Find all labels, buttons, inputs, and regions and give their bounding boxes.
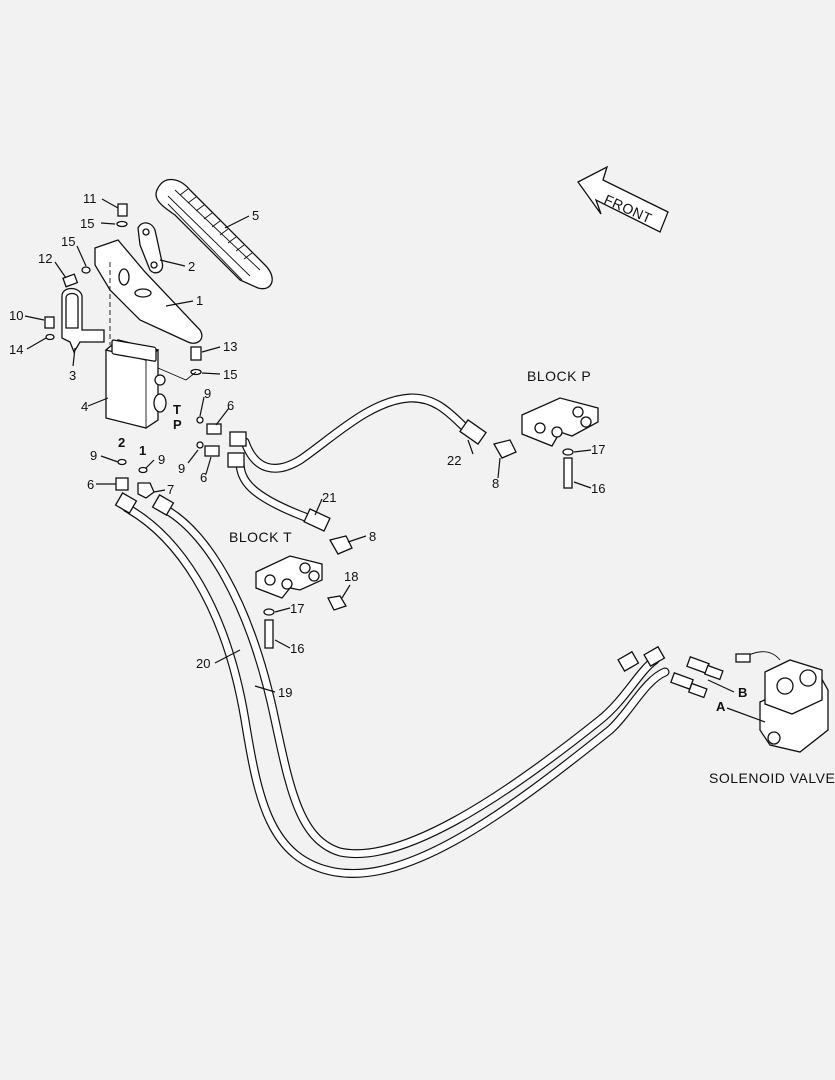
oring-9c bbox=[117, 458, 127, 466]
callout-15: 15 bbox=[223, 367, 237, 382]
washer-15b bbox=[81, 266, 91, 274]
callout-11: 11 bbox=[83, 191, 97, 206]
callout-16: 16 bbox=[591, 481, 605, 496]
callout-9: 9 bbox=[158, 452, 165, 467]
callout-19: 19 bbox=[278, 685, 292, 700]
callout-3: 3 bbox=[69, 368, 76, 383]
label-block-p: BLOCK P bbox=[527, 368, 591, 384]
bolt-13 bbox=[190, 346, 202, 361]
callout-4: 4 bbox=[81, 399, 88, 414]
callout-12: 12 bbox=[38, 251, 52, 266]
callout-numbers: 11 15 15 12 5 2 1 10 14 3 13 15 4 9 6 9 … bbox=[9, 191, 605, 700]
leader-lines bbox=[24, 198, 766, 723]
solenoid-connector bbox=[735, 653, 751, 663]
port-a-label: A bbox=[716, 699, 726, 714]
elbow-7 bbox=[137, 482, 155, 499]
bolt-16b bbox=[264, 619, 274, 649]
washer-17a bbox=[562, 448, 574, 456]
callout-2: 2 bbox=[188, 259, 195, 274]
callout-22: 22 bbox=[447, 453, 461, 468]
callout-16: 16 bbox=[290, 641, 304, 656]
washer-15a bbox=[116, 220, 128, 228]
callout-18: 18 bbox=[344, 569, 358, 584]
oring-9d bbox=[138, 466, 148, 474]
block-t bbox=[255, 535, 353, 649]
bolt-11 bbox=[117, 203, 128, 217]
callout-9: 9 bbox=[178, 461, 185, 476]
callout-8: 8 bbox=[369, 529, 376, 544]
callout-14: 14 bbox=[9, 342, 23, 357]
mounting-bracket bbox=[61, 287, 105, 354]
hose-22 bbox=[240, 393, 475, 473]
callout-1: 1 bbox=[196, 293, 203, 308]
hose-20 bbox=[122, 503, 670, 878]
pedal-body bbox=[94, 239, 203, 345]
port-2-label: 2 bbox=[118, 435, 125, 450]
fitting-8b bbox=[329, 535, 353, 555]
callout-15: 15 bbox=[80, 216, 94, 231]
pedal-pad bbox=[155, 178, 273, 290]
fitting-8a bbox=[493, 439, 517, 459]
callout-7: 7 bbox=[167, 482, 174, 497]
oring-9a bbox=[196, 416, 204, 424]
callout-6: 6 bbox=[227, 398, 234, 413]
bolt-12 bbox=[62, 273, 79, 288]
solenoid-valve bbox=[670, 651, 829, 753]
callout-9: 9 bbox=[90, 448, 97, 463]
callout-10: 10 bbox=[9, 308, 23, 323]
port-t-label: T bbox=[173, 402, 181, 417]
adapter-6b bbox=[204, 445, 220, 457]
port-b-label: B bbox=[738, 685, 747, 700]
label-block-t: BLOCK T bbox=[229, 529, 292, 545]
pedal-valve-body bbox=[104, 339, 167, 429]
callout-8: 8 bbox=[492, 476, 499, 491]
bolt-10 bbox=[44, 316, 55, 329]
callout-21: 21 bbox=[322, 490, 336, 505]
oring-9b bbox=[196, 441, 204, 449]
callout-17: 17 bbox=[290, 601, 304, 616]
pedal-link-plate bbox=[137, 222, 164, 274]
callout-9: 9 bbox=[204, 386, 211, 401]
bolt-16a bbox=[563, 457, 573, 489]
text-labels: BLOCK P BLOCK T SOLENOID VALVE T P 2 1 B… bbox=[118, 368, 835, 786]
callout-17: 17 bbox=[591, 442, 605, 457]
port-1-label: 1 bbox=[139, 443, 146, 458]
block-p bbox=[493, 397, 599, 489]
washer-14 bbox=[45, 333, 55, 341]
callout-6: 6 bbox=[200, 470, 207, 485]
front-direction-arrow: FRONT bbox=[577, 165, 669, 233]
plug-18 bbox=[327, 595, 347, 611]
washer-17b bbox=[263, 608, 275, 616]
adapter-6c bbox=[115, 477, 129, 491]
label-solenoid-valve: SOLENOID VALVE bbox=[709, 770, 835, 786]
callout-5: 5 bbox=[252, 208, 259, 223]
callout-15: 15 bbox=[61, 234, 75, 249]
callout-13: 13 bbox=[223, 339, 237, 354]
callout-6: 6 bbox=[87, 477, 94, 492]
fasteners bbox=[44, 203, 222, 499]
callout-20: 20 bbox=[196, 656, 210, 671]
hose-end-fittings bbox=[114, 419, 666, 672]
adapter-6a bbox=[206, 423, 222, 435]
hose-19 bbox=[158, 503, 660, 859]
port-p-label: P bbox=[173, 417, 182, 432]
hose-21 bbox=[235, 457, 323, 527]
